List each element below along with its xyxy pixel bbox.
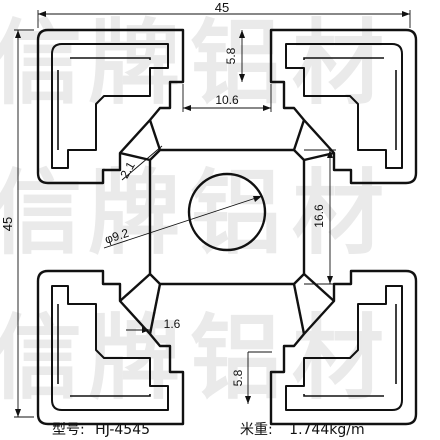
dim-core-height: 16.6 (312, 204, 326, 228)
watermark-char: 信 (0, 10, 82, 117)
dim-overall-width: 45 (215, 0, 229, 15)
watermark-char: 材 (292, 160, 384, 267)
dimension-lines (14, 10, 411, 418)
model-caption: 型号: HJ-4545 (52, 419, 150, 439)
watermark-char: 铝 (190, 305, 282, 412)
weight-value: 1.744kg/m (289, 422, 365, 438)
dim-slot-depth-top: 5.8 (224, 47, 238, 64)
weight-label: 米重: (240, 422, 273, 438)
dim-wall-thickness: 1.6 (164, 317, 181, 331)
dim-slot-width: 10.6 (215, 93, 239, 107)
profile-outline (36, 28, 418, 426)
model-label: 型号: (52, 422, 85, 438)
weight-caption: 米重: 1.744kg/m (240, 419, 365, 439)
center-bore (187, 172, 267, 252)
watermark: 信 牌 铝 材 信 牌 铝 材 信 牌 铝 材 (0, 10, 384, 412)
dim-overall-height: 45 (0, 217, 15, 231)
dim-slot-depth-bottom: 5.8 (231, 369, 245, 386)
watermark-char: 信 (0, 160, 82, 267)
watermark-char: 牌 (88, 10, 180, 117)
model-value: HJ-4545 (95, 422, 151, 438)
watermark-char: 材 (292, 10, 384, 117)
watermark-char: 铝 (190, 10, 282, 117)
watermark-char: 信 (0, 305, 82, 412)
